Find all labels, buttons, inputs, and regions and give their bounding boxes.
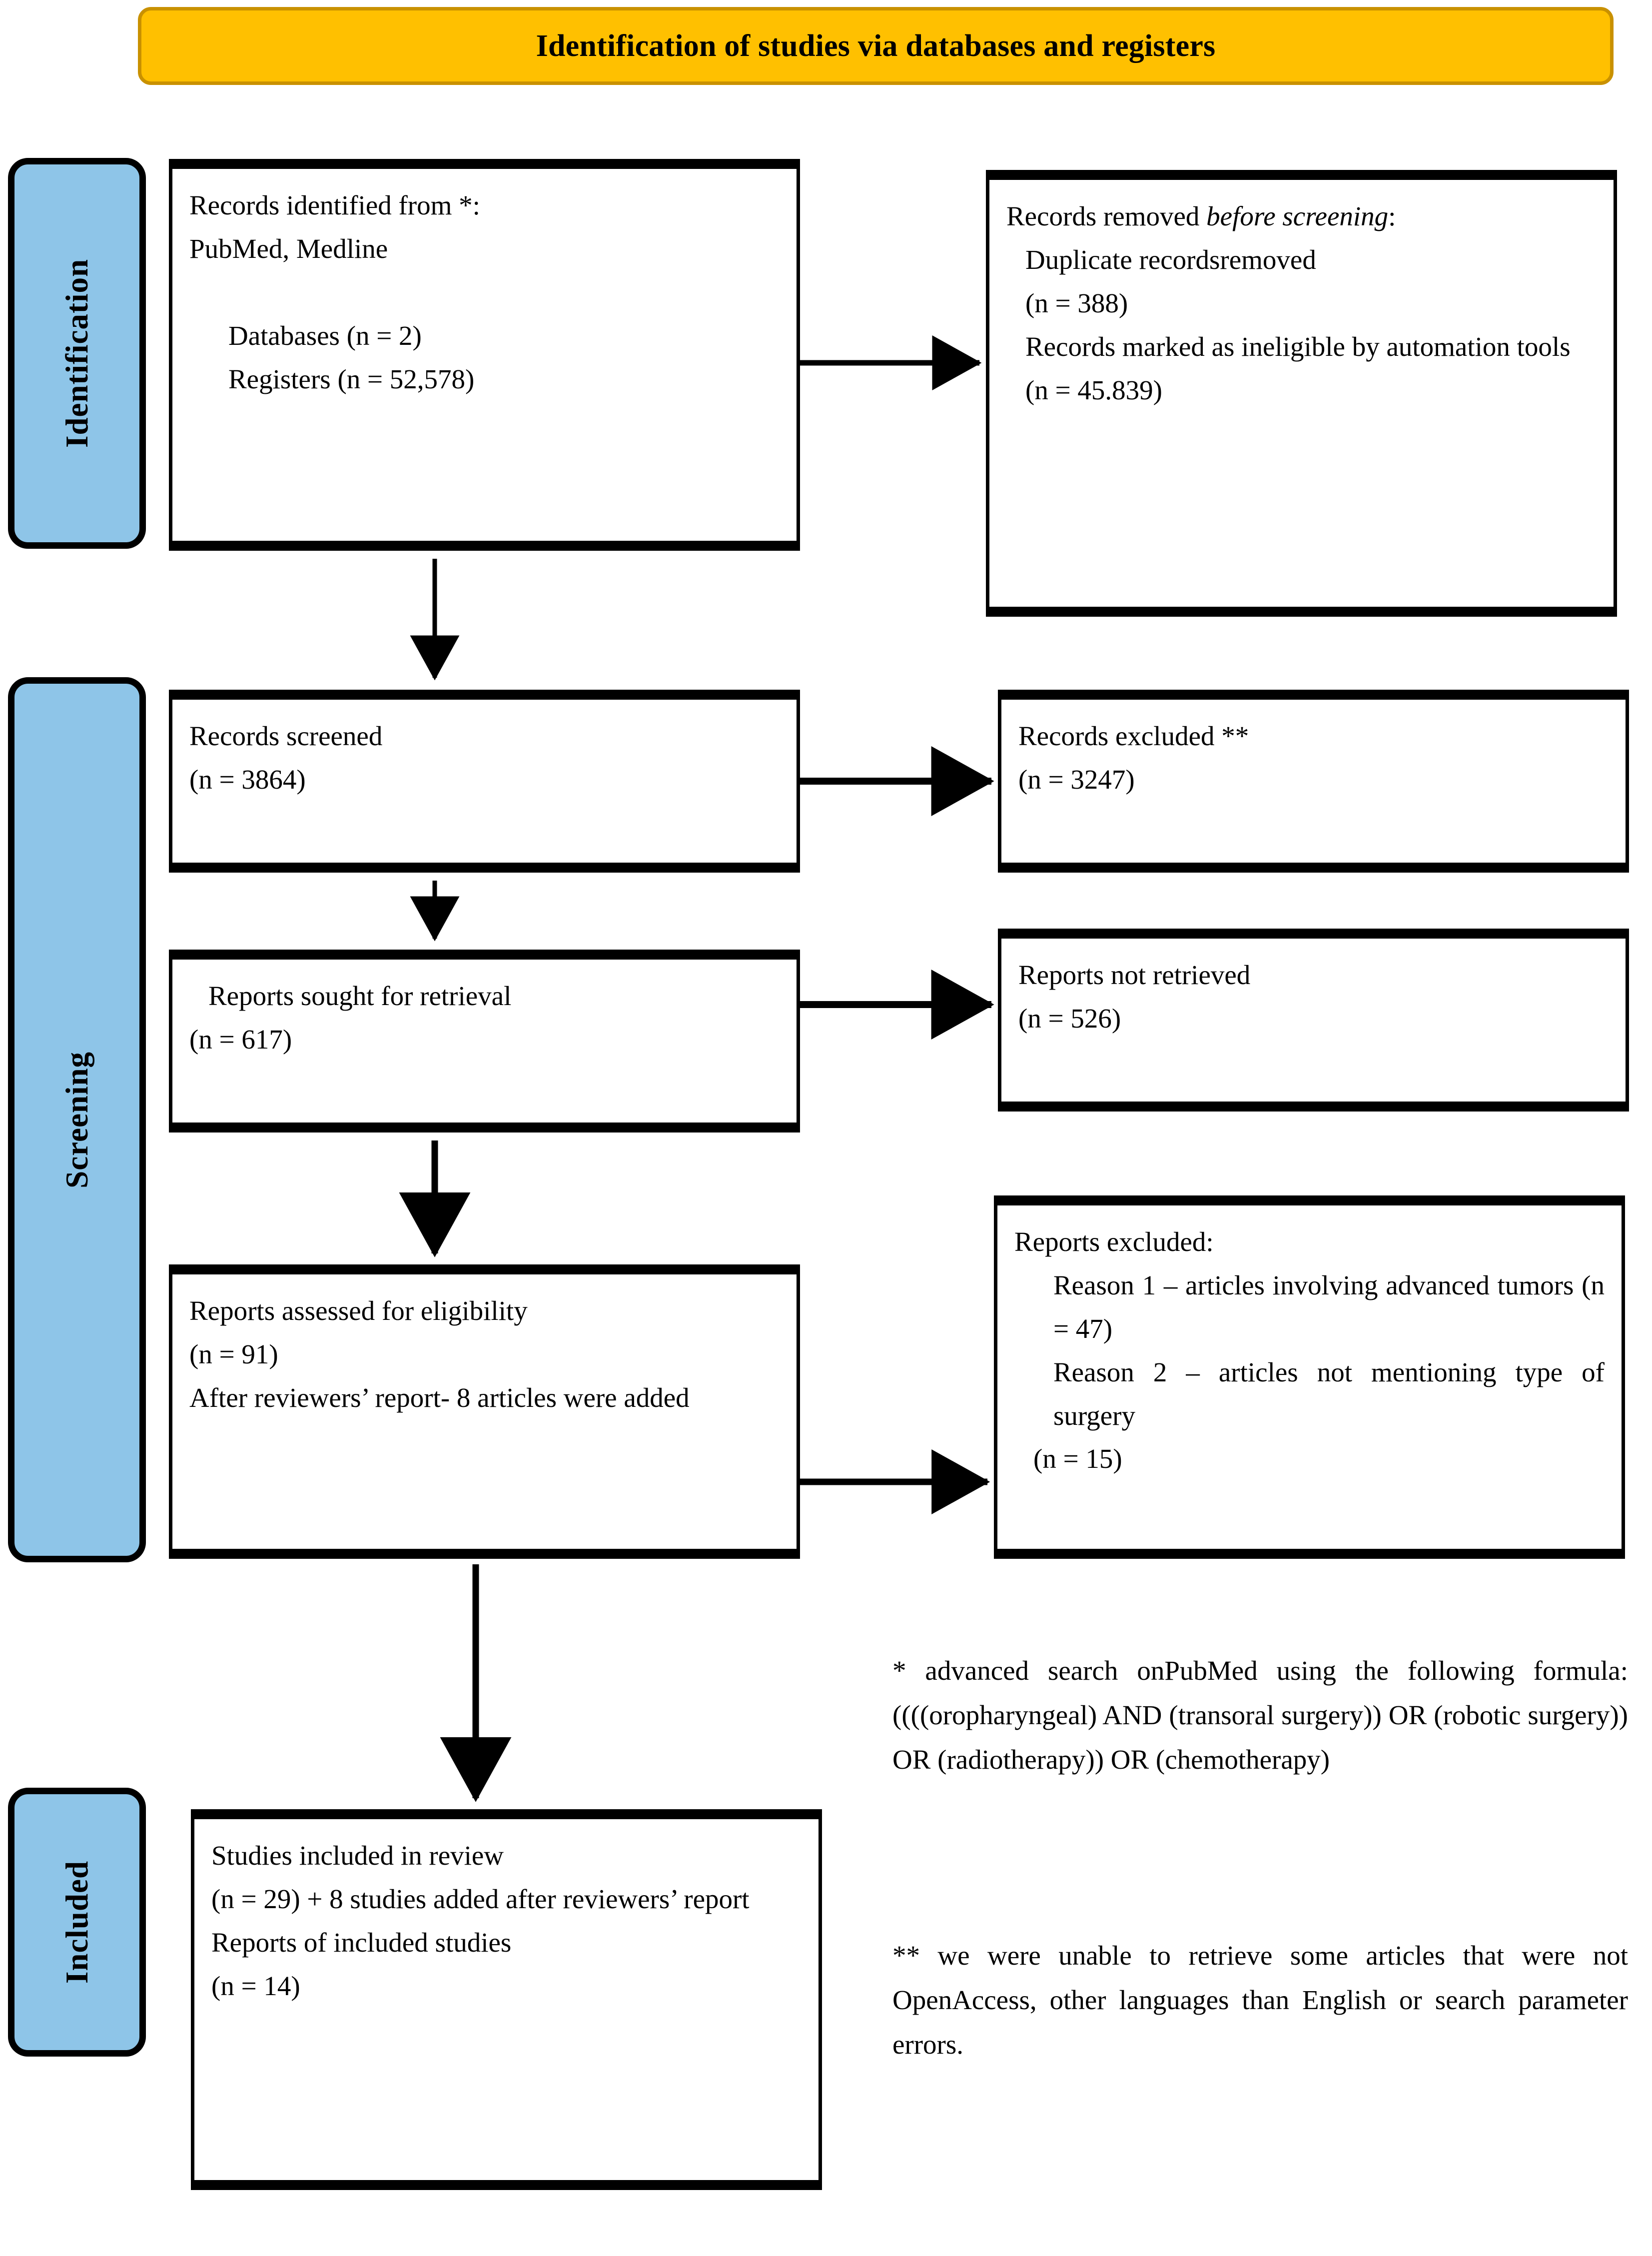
studies-included-label: Studies included in review bbox=[211, 1840, 504, 1871]
records-removed-heading-c: : bbox=[1388, 201, 1396, 231]
records-removed-ineligible: Records marked as ineligible by automati… bbox=[1025, 331, 1571, 362]
box-reports-excluded: Reports excluded: Reason 1 – articles in… bbox=[994, 1195, 1625, 1559]
diagram-header-banner: Identification of studies via databases … bbox=[138, 7, 1614, 85]
box-studies-included: Studies included in review (n = 29) + 8 … bbox=[191, 1809, 822, 2190]
stage-label-screening-text: Screening bbox=[59, 1051, 94, 1188]
records-removed-ineligible-n: (n = 45.839) bbox=[1025, 374, 1162, 405]
records-removed-duplicate: Duplicate recordsremoved bbox=[1025, 244, 1316, 275]
reports-assessed-count: (n = 91) bbox=[189, 1338, 278, 1369]
reports-excluded-heading: Reports excluded: bbox=[1014, 1226, 1214, 1257]
stage-label-included-text: Included bbox=[59, 1860, 94, 1984]
reports-included-label: Reports of included studies bbox=[211, 1927, 512, 1958]
box-records-identified: Records identified from *: PubMed, Medli… bbox=[169, 159, 800, 551]
studies-included-count: (n = 29) + 8 studies added after reviewe… bbox=[211, 1883, 750, 1914]
records-removed-heading-a: Records removed bbox=[1006, 201, 1207, 231]
reports-assessed-label: Reports assessed for eligibility bbox=[189, 1295, 528, 1326]
stage-label-screening: Screening bbox=[8, 677, 146, 1562]
records-excluded-count: (n = 3247) bbox=[1018, 764, 1135, 795]
footnote-single-asterisk: * advanced search onPubMed using the fol… bbox=[892, 1648, 1628, 1782]
records-identified-line-2: PubMed, Medline bbox=[189, 233, 388, 264]
box-records-screened: Records screened (n = 3864) bbox=[169, 690, 800, 873]
reports-sought-label: Reports sought for retrieval bbox=[208, 981, 512, 1011]
reports-assessed-note: After reviewers’ report- 8 articles were… bbox=[189, 1382, 690, 1413]
box-reports-not-retrieved: Reports not retrieved (n = 526) bbox=[998, 929, 1629, 1112]
box-records-removed: Records removed before screening: Duplic… bbox=[986, 170, 1617, 617]
records-excluded-label: Records excluded ** bbox=[1018, 721, 1249, 751]
records-screened-label: Records screened bbox=[189, 721, 383, 751]
box-reports-sought: Reports sought for retrieval (n = 617) bbox=[169, 950, 800, 1132]
reports-not-retrieved-count: (n = 526) bbox=[1018, 1003, 1121, 1034]
footnote-single-asterisk-text: * advanced search onPubMed using the fol… bbox=[892, 1655, 1628, 1775]
records-identified-registers: Registers (n = 52,578) bbox=[228, 363, 475, 394]
reports-excluded-reason-2-count: (n = 15) bbox=[1033, 1443, 1122, 1474]
records-removed-duplicate-n: (n = 388) bbox=[1025, 287, 1128, 318]
reports-excluded-reason-1: Reason 1 – articles involving advanced t… bbox=[1053, 1269, 1605, 1344]
records-removed-heading-em: before screening bbox=[1206, 201, 1389, 231]
reports-sought-count: (n = 617) bbox=[189, 1024, 292, 1055]
footnote-double-asterisk: ** we were unable to retrieve some artic… bbox=[892, 1933, 1628, 2067]
diagram-title: Identification of studies via databases … bbox=[536, 28, 1216, 63]
footnote-double-asterisk-text: ** we were unable to retrieve some artic… bbox=[892, 1940, 1628, 2060]
stage-label-identification: Identification bbox=[8, 158, 146, 549]
box-reports-assessed: Reports assessed for eligibility (n = 91… bbox=[169, 1264, 800, 1559]
records-removed-heading: Records removed before screening: bbox=[1006, 195, 1597, 238]
stage-label-included: Included bbox=[8, 1788, 146, 2057]
stage-label-identification-text: Identification bbox=[59, 258, 94, 448]
reports-excluded-reason-2: Reason 2 – articles not mentioning type … bbox=[1053, 1356, 1605, 1431]
records-screened-count: (n = 3864) bbox=[189, 764, 306, 795]
records-identified-databases: Databases (n = 2) bbox=[228, 320, 422, 351]
box-records-excluded: Records excluded ** (n = 3247) bbox=[998, 690, 1629, 873]
reports-not-retrieved-label: Reports not retrieved bbox=[1018, 960, 1251, 990]
records-identified-line-1: Records identified from *: bbox=[189, 190, 480, 220]
reports-included-count: (n = 14) bbox=[211, 1970, 300, 2001]
